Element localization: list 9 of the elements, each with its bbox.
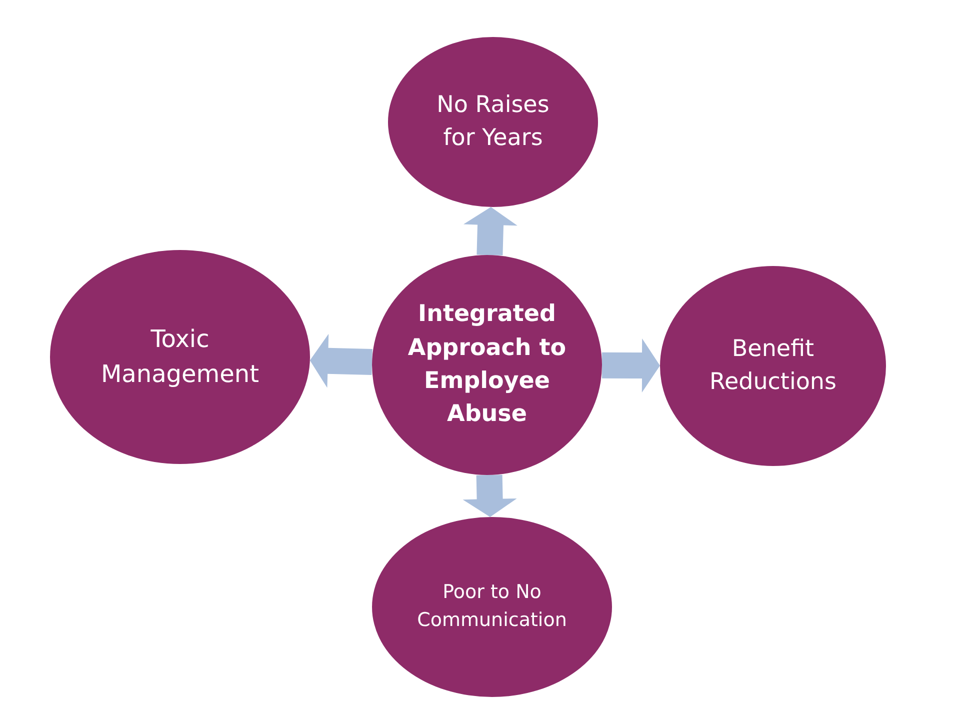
node-label: No Raises for Years	[436, 90, 550, 153]
node-label: Poor to No Communication	[416, 580, 568, 633]
node-label: Integrated Approach to Employee Abuse	[406, 300, 568, 430]
block-arrow	[464, 207, 518, 256]
node-label: Toxic Management	[100, 324, 260, 390]
block-arrow	[602, 338, 660, 392]
block-arrow	[310, 334, 372, 388]
node-label: Benefit Reductions	[708, 334, 838, 397]
block-arrow	[462, 474, 517, 517]
